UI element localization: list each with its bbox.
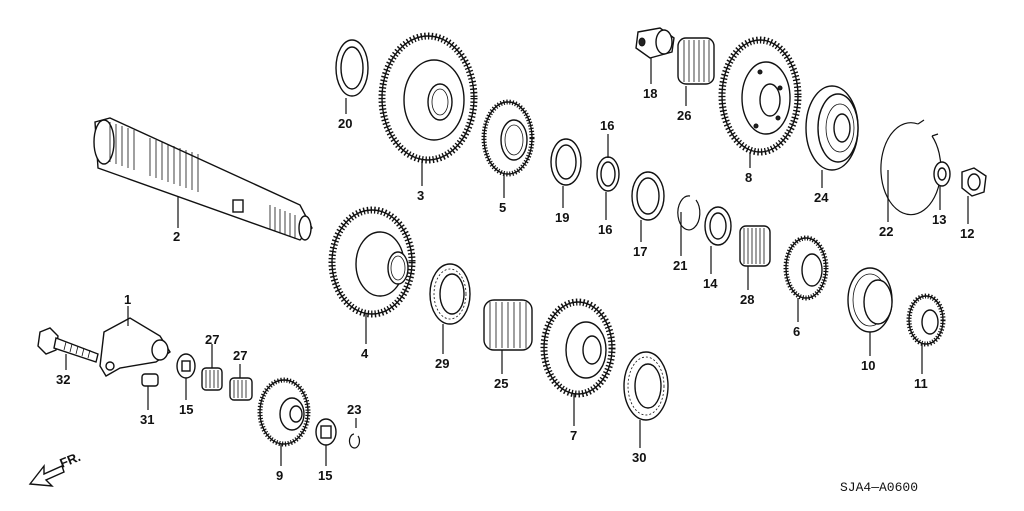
diagram-code: SJA4—A0600: [840, 480, 918, 495]
split-ring-16-part: [596, 156, 620, 192]
callout-5: 5: [499, 200, 506, 215]
needle-bearing-27-left-part: [201, 367, 223, 391]
callout-11: 11: [914, 376, 928, 391]
ring-19-part: [550, 138, 582, 186]
callout-1: 1: [124, 292, 131, 307]
callout-22: 22: [879, 224, 893, 239]
gear-4-part: [328, 206, 416, 318]
callout-15-upper: 15: [179, 402, 193, 417]
ball-bearing-24-part: [805, 85, 859, 171]
callout-27-right: 27: [233, 348, 247, 363]
front-direction-arrow-icon: [28, 463, 65, 487]
callout-12: 12: [960, 226, 974, 241]
callout-21: 21: [673, 258, 687, 273]
needle-bearing-27-right-part: [229, 377, 253, 401]
snap-ring-21-part: [677, 195, 701, 231]
dowel-31-part: [141, 373, 159, 387]
callout-8: 8: [745, 170, 752, 185]
callout-26: 26: [677, 108, 691, 123]
front-direction-label: FR.: [58, 449, 83, 471]
callout-14: 14: [703, 276, 718, 291]
nut-12-part: [961, 167, 987, 197]
sleeve-10-part: [847, 267, 893, 333]
clip-23-part: [348, 433, 361, 449]
thrust-bearing-30-part: [623, 351, 669, 421]
needle-bearing-25-part: [483, 299, 533, 351]
callout-10: 10: [861, 358, 875, 373]
needle-bearing-26-part: [677, 37, 715, 85]
gear-7-part: [540, 298, 616, 398]
washer-13-part: [933, 161, 951, 187]
callout-32: 32: [56, 372, 70, 387]
ring-20-part: [335, 39, 369, 97]
gear-11-part: [906, 293, 946, 347]
callout-31: 31: [140, 412, 154, 427]
callout-16-upper: 16: [600, 118, 614, 133]
callout-4: 4: [361, 346, 369, 361]
thrust-bearing-29-part: [429, 263, 471, 325]
callout-17: 17: [633, 244, 647, 259]
callout-24: 24: [814, 190, 829, 205]
callout-23: 23: [347, 402, 361, 417]
washer-15-lower-part: [315, 418, 337, 446]
gear-9-part: [257, 377, 311, 447]
callout-29: 29: [435, 356, 449, 371]
callout-20: 20: [338, 116, 352, 131]
needle-bearing-28-part: [739, 225, 771, 267]
callout-7: 7: [570, 428, 577, 443]
mainshaft-part: [93, 117, 313, 241]
washer-15-upper-part: [176, 353, 196, 379]
callout-3: 3: [417, 188, 424, 203]
washer-14-part: [704, 206, 732, 246]
gear-8-part: [718, 36, 802, 156]
collar-18-part: [635, 27, 675, 59]
gear-6-part: [783, 235, 829, 301]
callout-19: 19: [555, 210, 569, 225]
callout-18: 18: [643, 86, 657, 101]
callout-25: 25: [494, 376, 508, 391]
callout-13: 13: [932, 212, 946, 227]
leader-lines: [65, 58, 969, 466]
ring-17-part: [631, 171, 665, 221]
callout-28: 28: [740, 292, 754, 307]
callout-6: 6: [793, 324, 800, 339]
callout-15-lower: 15: [318, 468, 332, 483]
bracket-1-part: [99, 317, 171, 377]
callout-9: 9: [276, 468, 283, 483]
gear-3-part: [378, 32, 478, 164]
callout-27-left: 27: [205, 332, 219, 347]
callout-2: 2: [173, 229, 180, 244]
bolt-32-part: [37, 327, 99, 363]
callout-16-lower: 16: [598, 222, 612, 237]
snap-ring-22-part: [880, 119, 942, 216]
gear-5-part: [481, 99, 535, 177]
callout-30: 30: [632, 450, 646, 465]
